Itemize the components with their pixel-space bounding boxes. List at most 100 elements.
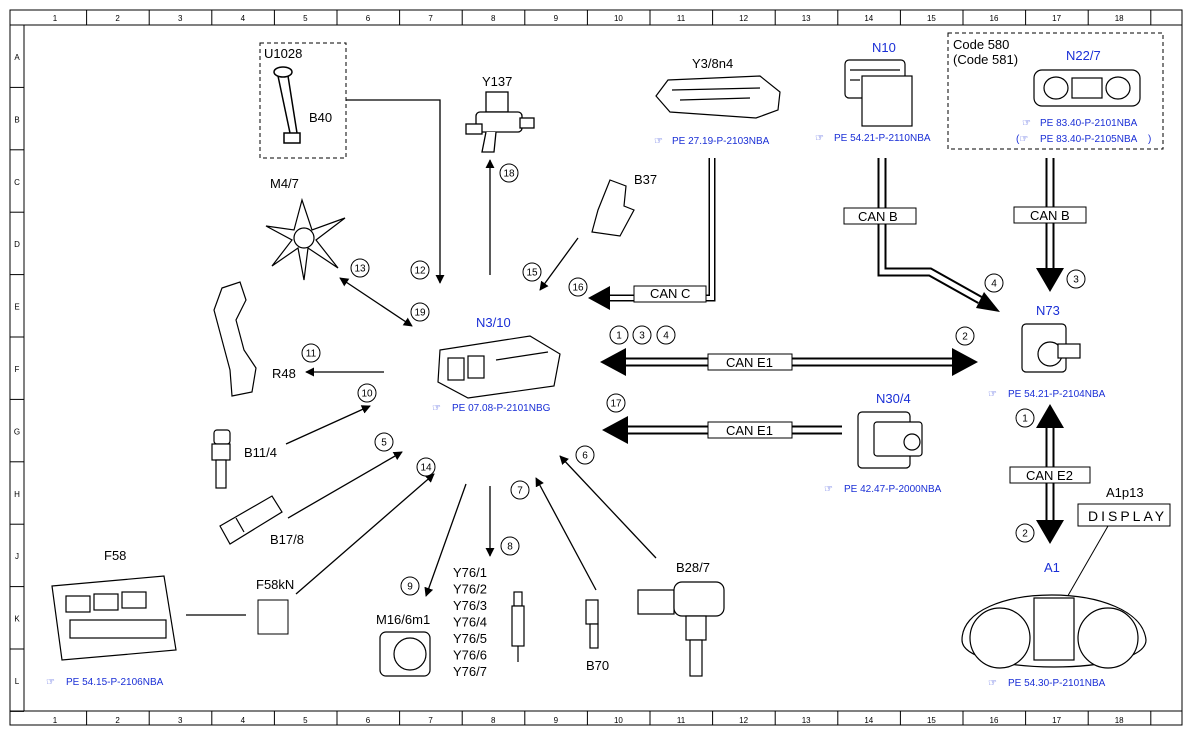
signal-marker-circle	[609, 325, 629, 345]
y76-item: Y76/5	[453, 631, 487, 646]
grid-row-label: F	[15, 365, 20, 374]
m16-6m1-throttle-icon	[379, 631, 431, 677]
can-b-2-arrowhead	[1036, 268, 1064, 292]
n3-10-ref-icon: ☞	[432, 403, 441, 414]
signal-marker-circle	[301, 343, 321, 363]
grid-column-label: 11	[677, 716, 686, 725]
grid-column-label: 18	[1115, 716, 1124, 725]
b11-4-label: B11/4	[244, 445, 277, 460]
can-e2-label: CAN E2	[1026, 468, 1073, 483]
can-b-2-label: CAN B	[1030, 208, 1070, 223]
grid-column-label: 6	[366, 14, 371, 23]
n30-4-label: N30/4	[876, 391, 911, 406]
n22-7-climate-panel-icon	[1033, 69, 1141, 107]
code580-label: Code 580	[953, 37, 1009, 52]
b70-crank-sensor-icon	[585, 599, 599, 649]
grid-column-label: 12	[739, 716, 748, 725]
b11-4-sensor-icon	[211, 429, 231, 489]
can-c-arrowhead	[588, 286, 610, 310]
signal-number: 4	[991, 279, 997, 290]
signal-number: 17	[610, 399, 622, 410]
signal-marker-circle	[350, 258, 370, 278]
signal-number: 7	[517, 486, 523, 497]
signal-number: 3	[1073, 275, 1079, 286]
signal-number: 5	[381, 438, 387, 449]
n10-ref-icon: ☞	[815, 133, 824, 144]
r48-label: R48	[272, 366, 296, 381]
signal-number: 6	[582, 451, 588, 462]
arrow-10	[285, 405, 371, 445]
lin-c1-line	[346, 99, 445, 284]
signal-marker-circle	[410, 302, 430, 322]
signal-marker-circle	[400, 576, 420, 596]
signal-number: 1	[1022, 414, 1028, 425]
n73-ref-icon: ☞	[988, 389, 997, 400]
grid-column-label: 1	[53, 716, 58, 725]
a1-instrument-cluster-icon	[961, 594, 1147, 669]
signal-marker-circle	[632, 325, 652, 345]
grid-column-label: 6	[366, 716, 371, 725]
n10-label: N10	[872, 40, 896, 55]
grid-column-label: 4	[241, 14, 246, 23]
signal-marker-circle	[374, 432, 394, 452]
f58kn-relay-icon	[257, 599, 289, 635]
y76-injector-icon	[511, 591, 525, 662]
n3-10-ref: PE 07.08-P-2101NBG	[452, 403, 551, 414]
grid-row-label: C	[14, 178, 20, 187]
grid-row-label: L	[15, 677, 20, 686]
grid-column-label: 13	[802, 716, 811, 725]
b28-7-pressure-sensor-icon	[637, 581, 725, 677]
signal-marker-circle	[1066, 269, 1086, 289]
signal-marker-circle	[522, 262, 542, 282]
signal-number: 2	[1022, 529, 1028, 540]
grid-column-label: 4	[241, 716, 246, 725]
n10-sam-icon	[844, 59, 913, 127]
can-b-1-arrowhead	[976, 292, 1000, 312]
grid-column-label: 7	[428, 716, 433, 725]
arrow-15	[539, 237, 579, 291]
r48-heater-icon	[213, 281, 257, 397]
m4-7-label: M4/7	[270, 176, 299, 191]
grid-row-label: G	[14, 427, 20, 436]
signal-marker-circle	[568, 277, 588, 297]
a1-label: A1	[1044, 560, 1060, 575]
f58kn-label: F58kN	[256, 577, 294, 592]
grid-column-label: 1	[53, 14, 58, 23]
signal-number: 11	[306, 349, 317, 360]
can-c-label: CAN C	[650, 286, 690, 301]
grid-column-label: 2	[115, 14, 120, 23]
y76-item: Y76/7	[453, 664, 487, 679]
can-e1-top-arrow-left	[600, 348, 626, 376]
code581-label: (Code 581)	[953, 52, 1018, 67]
a1p13-display-box	[1077, 503, 1171, 527]
signal-number: 15	[526, 268, 538, 279]
b17-8-label: B17/8	[270, 532, 304, 547]
can-e1-top-label: CAN E1	[726, 355, 773, 370]
signal-number: 4	[663, 331, 669, 342]
grid-column-label: 15	[927, 14, 936, 23]
grid-row-label: J	[15, 552, 19, 561]
n10-ref: PE 54.21-P-2110NBA	[834, 133, 931, 144]
n22-ref-a-icon: ☞	[1022, 118, 1031, 129]
can-e2-arrow-up	[1036, 404, 1064, 428]
frame-border	[9, 9, 1183, 726]
can-b-bus-1	[877, 158, 983, 304]
f58-ref: PE 54.15-P-2106NBA	[66, 677, 164, 688]
n22-ref-a: PE 83.40-P-2101NBA	[1040, 118, 1138, 129]
n3-10-ecu-icon	[437, 335, 561, 399]
grid-column-label: 14	[864, 716, 873, 725]
a1p13-label: A1p13	[1106, 485, 1144, 500]
arrow-7	[535, 477, 597, 591]
b37-pedal-icon	[591, 179, 635, 237]
y137-label: Y137	[482, 74, 512, 89]
f58-fuse-box-icon	[51, 575, 177, 661]
signal-number: 18	[503, 169, 515, 180]
grid-column-label: 14	[864, 14, 873, 23]
grid-column-label: 3	[178, 716, 183, 725]
n73-label: N73	[1036, 303, 1060, 318]
y3-ref: PE 27.19-P-2103NBA	[672, 136, 770, 147]
signal-marker-circle	[984, 273, 1004, 293]
can-b-1-label: CAN B	[858, 209, 898, 224]
grid-column-label: 11	[677, 14, 686, 23]
signal-number: 13	[354, 264, 366, 275]
